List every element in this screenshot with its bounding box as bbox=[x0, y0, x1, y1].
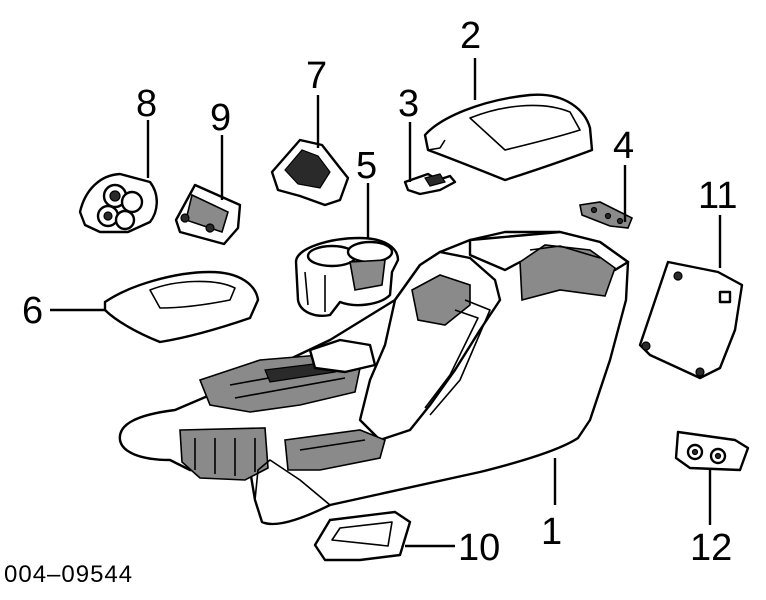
part-3-latch bbox=[403, 172, 457, 196]
part-7-switch-bezel bbox=[270, 138, 350, 207]
callout-10: 10 bbox=[458, 527, 500, 569]
callout-7: 7 bbox=[306, 55, 327, 97]
part-10-storage-tray bbox=[313, 510, 412, 562]
callout-12: 12 bbox=[690, 527, 732, 569]
part-5-cup-holder bbox=[294, 236, 400, 317]
callout-6: 6 bbox=[22, 290, 43, 332]
callout-4: 4 bbox=[613, 125, 634, 167]
part-6-lid-panel bbox=[103, 270, 260, 344]
callout-5: 5 bbox=[356, 145, 377, 187]
part-12-outlet-bezel bbox=[674, 430, 750, 472]
callout-2: 2 bbox=[460, 15, 481, 57]
part-4-bracket bbox=[579, 201, 634, 229]
part-11-side-panel bbox=[638, 260, 744, 380]
drawing-code: 004–09544 bbox=[4, 561, 133, 588]
leader-lines bbox=[50, 58, 722, 548]
callout-9: 9 bbox=[210, 97, 231, 139]
part-9-switch-module bbox=[174, 183, 242, 246]
part-2-armrest-lid bbox=[423, 93, 594, 182]
part-1-console bbox=[118, 230, 630, 526]
callout-1: 1 bbox=[541, 511, 562, 553]
callout-8: 8 bbox=[136, 83, 157, 125]
callout-11: 11 bbox=[698, 175, 737, 217]
part-8-switch-bank bbox=[78, 172, 158, 234]
callout-3: 3 bbox=[398, 83, 419, 125]
